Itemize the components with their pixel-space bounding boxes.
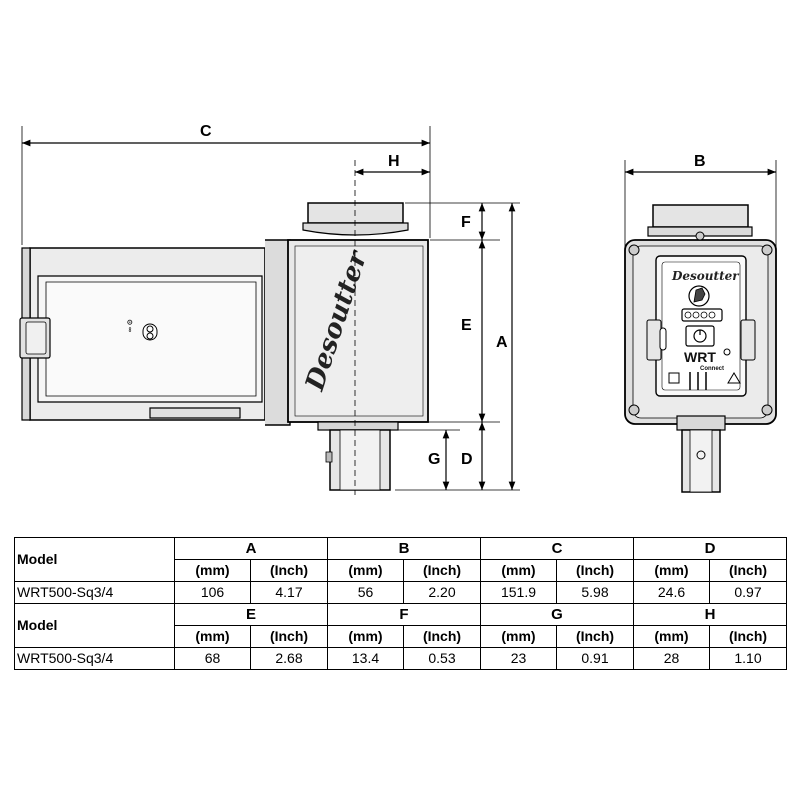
value-d-inch: 0.97	[709, 581, 787, 604]
dim-label-h: H	[388, 153, 400, 170]
col-header-b: B	[327, 537, 481, 560]
model-header: Model	[14, 603, 175, 648]
dimension-table: Model A B C D (mm) (Inch) (mm) (Inch) (m…	[14, 537, 787, 670]
svg-text:∞ ⊙: ∞ ⊙	[127, 319, 134, 332]
value-h-mm: 28	[633, 647, 710, 670]
table-unit-row-2: (mm) (Inch) (mm) (Inch) (mm) (Inch) (mm)…	[15, 625, 787, 648]
col-header-d: D	[633, 537, 787, 560]
unit-mm: (mm)	[633, 625, 710, 648]
col-header-a: A	[174, 537, 328, 560]
unit-mm: (mm)	[480, 625, 557, 648]
unit-inch: (Inch)	[556, 559, 634, 582]
col-header-c: C	[480, 537, 634, 560]
unit-inch: (Inch)	[709, 559, 787, 582]
unit-mm: (mm)	[633, 559, 710, 582]
unit-mm: (mm)	[480, 559, 557, 582]
col-header-f: F	[327, 603, 481, 626]
col-header-g: G	[480, 603, 634, 626]
value-e-mm: 68	[174, 647, 251, 670]
value-d-mm: 24.6	[633, 581, 710, 604]
display-model-text: WRT	[684, 349, 716, 365]
table-header-row-2: Model E F G H	[14, 603, 787, 648]
front-view	[624, 160, 777, 493]
dim-label-a: A	[496, 334, 508, 351]
unit-inch: (Inch)	[250, 625, 328, 648]
value-c-inch: 5.98	[556, 581, 634, 604]
unit-mm: (mm)	[327, 559, 404, 582]
value-h-inch: 1.10	[709, 647, 787, 670]
brand-logo-front: Desoutter	[671, 269, 740, 283]
value-a-inch: 4.17	[250, 581, 328, 604]
col-header-e: E	[174, 603, 328, 626]
value-b-inch: 2.20	[403, 581, 481, 604]
unit-mm: (mm)	[174, 625, 251, 648]
display-sub-text: Connect	[700, 366, 724, 372]
value-f-inch: 0.53	[403, 647, 481, 670]
table-row: WRT500-Sq3/4 106 4.17 56 2.20 151.9 5.98…	[14, 581, 787, 604]
col-header-h: H	[633, 603, 787, 626]
unit-inch: (Inch)	[250, 559, 328, 582]
model-name: WRT500-Sq3/4	[14, 581, 175, 604]
dim-label-c: C	[200, 123, 212, 140]
value-g-inch: 0.91	[556, 647, 634, 670]
side-view: ∞ ⊙	[19, 202, 429, 491]
dim-label-e: E	[461, 317, 472, 334]
unit-inch: (Inch)	[403, 559, 481, 582]
dim-label-d: D	[461, 451, 473, 468]
dim-label-b: B	[694, 153, 706, 170]
unit-inch: (Inch)	[556, 625, 634, 648]
unit-inch: (Inch)	[709, 625, 787, 648]
value-g-mm: 23	[480, 647, 557, 670]
model-header: Model	[14, 537, 175, 582]
unit-inch: (Inch)	[403, 625, 481, 648]
table-row: WRT500-Sq3/4 68 2.68 13.4 0.53 23 0.91 2…	[14, 647, 787, 670]
value-b-mm: 56	[327, 581, 404, 604]
table-unit-row-1: (mm) (Inch) (mm) (Inch) (mm) (Inch) (mm)…	[15, 559, 787, 582]
model-name: WRT500-Sq3/4	[14, 647, 175, 670]
table-header-row-1: Model A B C D	[14, 537, 787, 582]
technical-drawing: ∞ ⊙ Desoutter	[19, 123, 777, 495]
unit-mm: (mm)	[327, 625, 404, 648]
value-c-mm: 151.9	[480, 581, 557, 604]
dim-label-f: F	[461, 214, 471, 231]
dim-label-g: G	[428, 451, 440, 468]
unit-mm: (mm)	[174, 559, 251, 582]
value-f-mm: 13.4	[327, 647, 404, 670]
value-e-inch: 2.68	[250, 647, 328, 670]
value-a-mm: 106	[174, 581, 251, 604]
switch-icon: ∞ ⊙	[127, 319, 158, 341]
dimension-arrows	[22, 139, 776, 490]
